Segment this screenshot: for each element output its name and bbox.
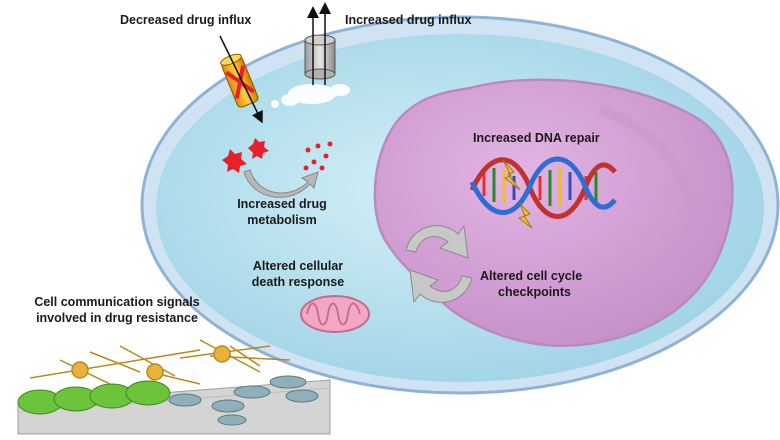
efflux-pump-icon [304,34,336,80]
label-cell-cycle: Altered cell cycle checkpoints [480,269,583,299]
decreased-influx-arrow [219,35,263,124]
label-dna-repair: Increased DNA repair [473,131,600,145]
epithelium [17,380,171,415]
drug-molecules [222,138,269,173]
membrane-vesicles [271,84,350,108]
cycle-arrows-icon [405,224,473,304]
mitochondrion-icon [300,295,370,333]
label-increased-influx: Increased drug influx [345,13,472,27]
label-cell-communication: Cell communication signals involved in d… [34,295,200,325]
nucleus-highlight [598,105,697,241]
dna-damage-bolt-icon [502,159,533,229]
stromal-cells [29,339,291,385]
label-decreased-influx: Decreased drug influx [120,13,252,27]
label-drug-metabolism: Increased drug metabolism [237,197,327,227]
label-death-response: Altered cellular death response [251,259,345,289]
fibroblasts [168,375,319,426]
tissue-panel [17,339,331,435]
metabolized-drug-dots [303,141,333,171]
dna-helix-icon [469,156,617,229]
metabolism-arrow [243,169,319,198]
